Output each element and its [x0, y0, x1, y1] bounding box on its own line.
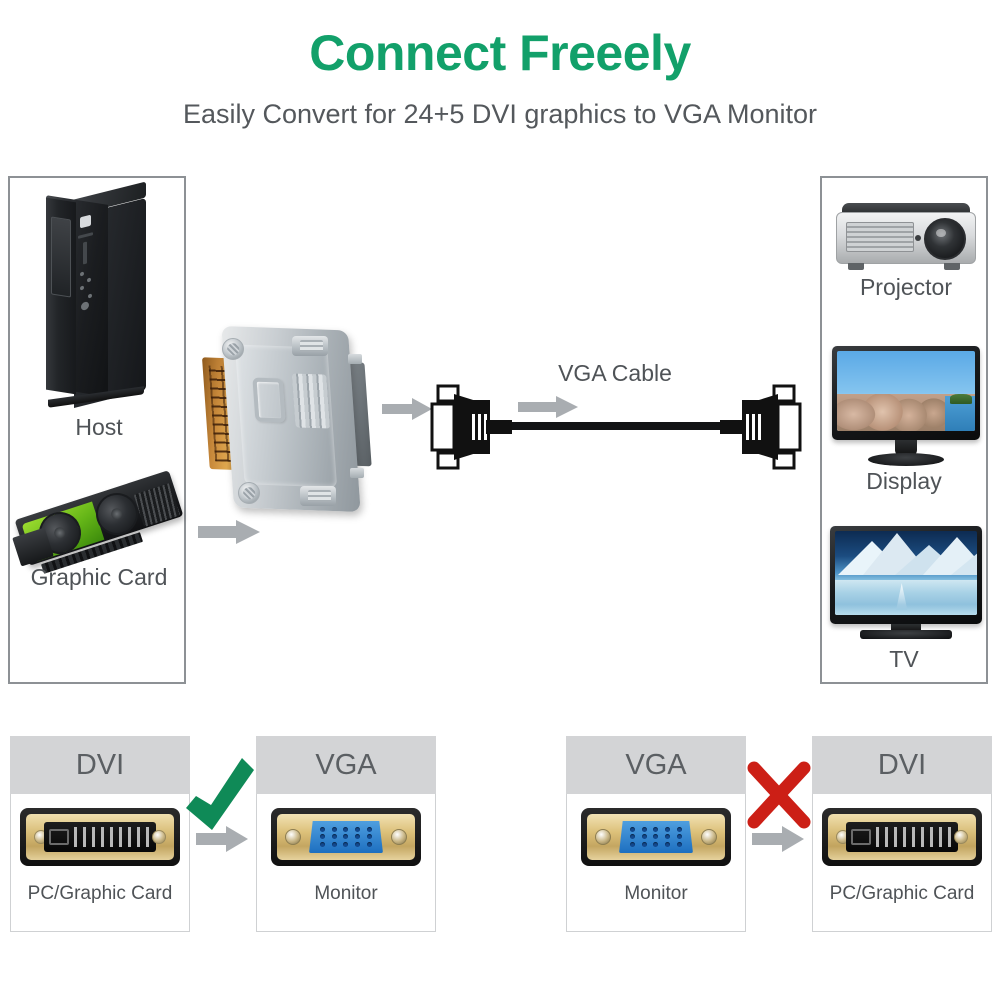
comparison-header-dvi-invalid: DVI [812, 736, 992, 794]
arrow-graphiccard-to-adapter [198, 520, 260, 544]
monitor-icon [832, 346, 980, 466]
arrow-cable-direction [518, 396, 578, 418]
tv-icon [830, 526, 982, 639]
comparison-caption-pc-graphic-card-invalid: PC/Graphic Card [829, 883, 975, 904]
dvi-to-vga-adapter [200, 318, 380, 523]
vga-port-icon [271, 808, 421, 866]
vga-cable-assembly: VGA Cable [430, 360, 802, 470]
host-label: Host [75, 414, 123, 440]
dvi-port-icon [20, 808, 180, 866]
host-device: Host [10, 181, 188, 440]
projector-device: Projector [822, 190, 990, 300]
tv-device [830, 526, 982, 639]
arrow-adapter-to-cable [382, 398, 432, 420]
comparison-header-vga: VGA [256, 736, 436, 794]
page-title: Connect Freeely [309, 25, 691, 81]
projector-label: Projector [859, 274, 953, 300]
tv-label: TV [889, 646, 919, 672]
comparison-caption-monitor: Monitor [314, 883, 378, 904]
comparison-card-vga-source: VGA Monitor [566, 736, 746, 932]
vga-connector-right-icon [720, 384, 802, 470]
vga-cable-label: VGA Cable [558, 360, 672, 386]
adapter-logo-icon [252, 377, 286, 423]
red-cross-icon [746, 760, 812, 835]
vga-connector-left-icon [430, 384, 512, 470]
comparison-caption-monitor-invalid: Monitor [624, 883, 688, 904]
graphic-card-label: Graphic Card [30, 564, 168, 590]
adapter-screw-top-icon [222, 338, 244, 360]
comparison-card-dvi-target: DVI PC/Graphic Card [812, 736, 992, 932]
comparison-card-vga-target: VGA Monitor [256, 736, 436, 932]
comparison-caption-pc-graphic-card: PC/Graphic Card [27, 883, 173, 904]
comparison-card-dvi-source: DVI PC/Graphic Card [10, 736, 190, 932]
green-check-icon [186, 758, 254, 835]
desktop-pc-icon [10, 181, 188, 408]
source-devices-panel: Host Graphic Card [8, 176, 186, 684]
adapter-thumbscrew-bottom [300, 486, 336, 506]
dvi-port-icon [822, 808, 982, 866]
comparison-header-vga-invalid: VGA [566, 736, 746, 794]
display-device [832, 346, 980, 466]
adapter-thumbscrew-top [292, 336, 328, 356]
output-devices-panel: Projector Display [820, 176, 988, 684]
comparison-header-dvi: DVI [10, 736, 190, 794]
projector-icon [822, 190, 990, 290]
adapter-screw-bottom-icon [238, 482, 260, 504]
display-label: Display [866, 468, 942, 494]
page-subtitle: Easily Convert for 24+5 DVI graphics to … [182, 99, 818, 129]
graphic-card-device: Graphic Card [10, 446, 188, 596]
vga-port-icon [581, 808, 731, 866]
arrow-valid-direction [196, 826, 248, 852]
arrow-invalid-direction [752, 826, 804, 852]
